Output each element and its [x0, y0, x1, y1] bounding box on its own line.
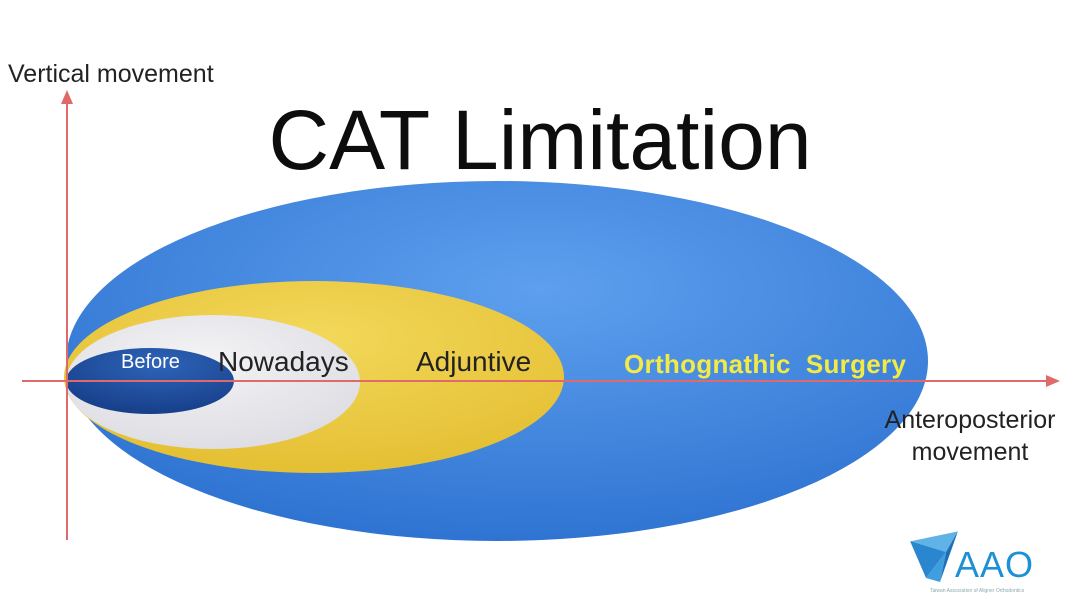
region-label-orthognathic-surgery: Orthognathic Surgery [624, 349, 907, 379]
x-axis-label-line1: Anteroposterior [884, 406, 1056, 434]
logo-text: AAO [955, 544, 1035, 585]
x-axis-label: Anteroposterior movement [870, 404, 1070, 468]
y-axis-arrow-icon [61, 90, 73, 104]
y-axis-label: Vertical movement [8, 60, 214, 88]
region-label-adjuntive: Adjuntive [416, 346, 532, 377]
x-axis-label-line2: movement [911, 438, 1029, 466]
x-axis-arrow-icon [1046, 375, 1060, 387]
taao-logo-icon [909, 530, 959, 582]
region-label-before: Before [121, 351, 180, 373]
region-label-nowadays: Nowadays [218, 346, 349, 377]
page-title: CAT Limitation [268, 93, 812, 187]
logo-subtitle: Taiwan Association of Aligner Orthodonti… [930, 588, 1025, 594]
